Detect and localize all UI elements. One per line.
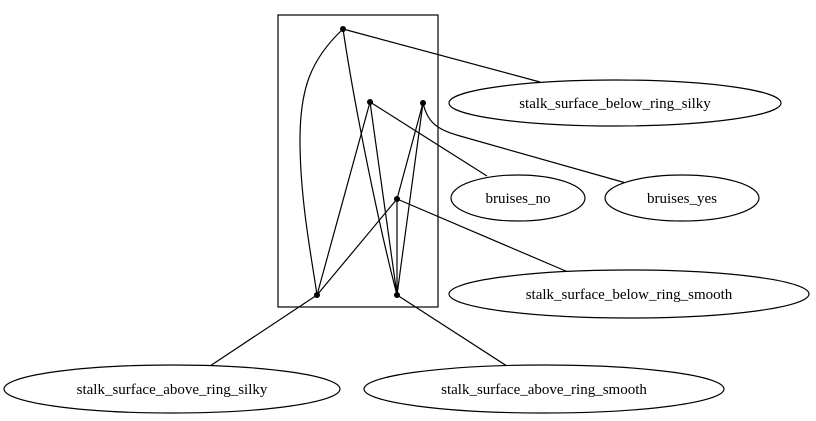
node-bruises-no[interactable]: bruises_no: [450, 174, 586, 222]
point-node-p6[interactable]: [394, 292, 400, 298]
edge-p5-stalk-surface-above-ring-silky: [206, 294, 318, 369]
edge-p2-p6: [369, 101, 398, 296]
node-label: stalk_surface_above_ring_smooth: [441, 382, 647, 398]
point-nodes: [314, 26, 426, 298]
node-stalk-surface-below-ring-smooth[interactable]: stalk_surface_below_ring_smooth: [448, 269, 810, 319]
edge-p4-p5: [316, 198, 398, 296]
cluster-box: [277, 14, 439, 308]
node-stalk-surface-above-ring-silky[interactable]: stalk_surface_above_ring_silky: [3, 364, 341, 414]
edge-p1-stalk-surface-below-ring-silky: [342, 28, 541, 83]
edge-p1-p5: [299, 28, 344, 296]
node-label: stalk_surface_below_ring_smooth: [526, 287, 733, 303]
node-ellipse: [448, 269, 810, 319]
edge-p3-bruises-yes: [422, 102, 627, 184]
node-ellipse: [448, 79, 782, 127]
edge-p1-p6: [342, 28, 398, 296]
point-node-p3[interactable]: [420, 100, 426, 106]
edge-p2-bruises-no: [369, 101, 488, 177]
node-stalk-surface-below-ring-silky[interactable]: stalk_surface_below_ring_silky: [448, 79, 782, 127]
node-ellipse: [3, 364, 341, 414]
edge-p4-stalk-surface-below-ring-smooth: [396, 198, 569, 273]
edge-p2-p5: [316, 101, 371, 296]
node-ellipse: [363, 364, 725, 414]
edges: [206, 28, 627, 369]
node-ellipse: [604, 174, 760, 222]
node-label: bruises_yes: [647, 191, 717, 207]
node-bruises-yes[interactable]: bruises_yes: [604, 174, 760, 222]
node-ellipse: [450, 174, 586, 222]
edge-p3-p6: [396, 102, 424, 296]
point-node-p2[interactable]: [367, 99, 373, 105]
edge-p6-stalk-surface-above-ring-smooth: [396, 294, 511, 369]
point-node-p5[interactable]: [314, 292, 320, 298]
point-node-p4[interactable]: [394, 196, 400, 202]
node-stalk-surface-above-ring-smooth[interactable]: stalk_surface_above_ring_smooth: [363, 364, 725, 414]
node-label: stalk_surface_above_ring_silky: [77, 382, 268, 398]
point-node-p1[interactable]: [340, 26, 346, 32]
node-label: stalk_surface_below_ring_silky: [519, 96, 711, 112]
node-label: bruises_no: [486, 191, 551, 207]
edge-p3-p4: [396, 102, 424, 200]
